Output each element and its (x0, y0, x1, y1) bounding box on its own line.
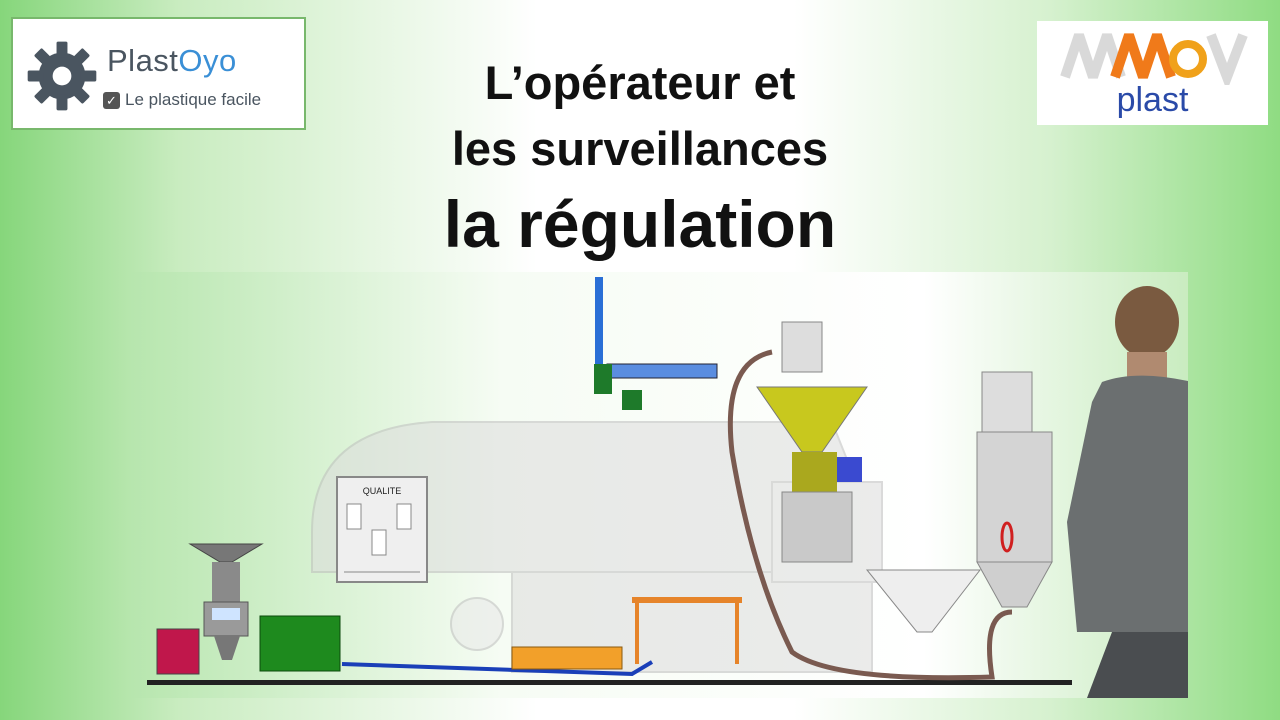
wev-logo-mark (1060, 33, 1248, 85)
quality-label: QUALITE (363, 486, 402, 496)
red-bin (156, 628, 200, 675)
brand-part1: Plast (107, 43, 179, 78)
brand-tagline: ✓ Le plastique facile (103, 90, 261, 110)
brand-sub: plast (1116, 81, 1189, 119)
title-line-3: la régulation (443, 187, 837, 261)
hopper (756, 321, 868, 563)
operator (1067, 286, 1188, 698)
plastoyo-logo: PlastOyo ✓ Le plastique facile (11, 17, 306, 130)
injection-molding-scene: QUALITE (132, 272, 1188, 698)
robot-arm (594, 277, 718, 410)
title-line-2: les surveillances (451, 122, 829, 175)
brand-part2: Oyo (178, 43, 237, 78)
dryer (865, 371, 1053, 633)
quality-panel: QUALITE (336, 476, 428, 583)
checkbox-icon: ✓ (103, 91, 120, 109)
conveyor (511, 597, 742, 670)
tagline-text: Le plastique facile (125, 90, 262, 109)
grinder (188, 543, 264, 660)
injection-machine (311, 421, 883, 673)
gear-icon (27, 41, 97, 111)
wev-plast-logo: plast (1037, 21, 1268, 125)
title-line-1: L’opérateur et (484, 56, 796, 109)
floor-line (147, 680, 1072, 685)
brand-name: PlastOyo (107, 43, 237, 79)
green-container (259, 615, 341, 672)
